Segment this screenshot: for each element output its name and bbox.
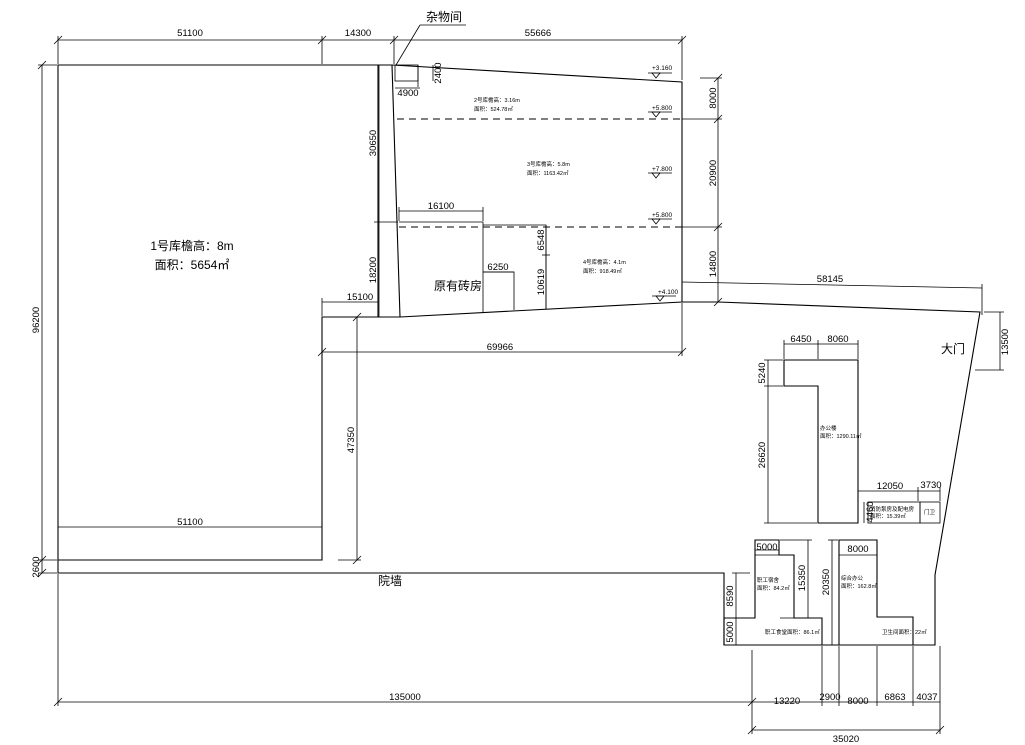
brick-house-outline <box>399 221 484 312</box>
dimension-text: 51100 14300 55666 96200 30650 18200 8000… <box>31 28 1011 745</box>
label-office-area: 面积：1290.11㎡ <box>820 432 862 440</box>
dim-12050: 12050 <box>877 481 903 492</box>
dim-8000-b: 8000 <box>847 544 868 555</box>
building-outlines <box>57 64 981 646</box>
dim-6250: 6250 <box>487 262 508 273</box>
dim-15350: 15350 <box>797 565 808 591</box>
level-markers <box>648 72 676 302</box>
warehouse-1-outline <box>57 64 379 561</box>
bottom-middle-building <box>838 539 914 646</box>
courtyard-wall-outline <box>57 301 981 646</box>
dim-51100-top: 51100 <box>177 28 203 39</box>
dim-20350: 20350 <box>821 569 832 595</box>
level-1: +3.160 <box>652 65 672 72</box>
level-labels: +3.160 +5.800 +7.800 +5.800 +4.100 <box>652 65 678 296</box>
dim-2600: 2600 <box>31 556 42 577</box>
level-3: +7.800 <box>652 166 672 173</box>
level-4: +5.800 <box>652 212 672 219</box>
dim-8060: 8060 <box>827 334 848 345</box>
label-storage-room: 杂物间 <box>426 10 462 24</box>
storage-room-box <box>394 64 419 82</box>
dim-51100-bottom: 51100 <box>177 517 203 528</box>
office-building-outline <box>783 359 859 524</box>
complex-left-wall <box>391 64 401 318</box>
label-bl: 职工宿舍 <box>757 576 780 584</box>
label-annex-area: 面积：15.39㎡ <box>870 512 906 520</box>
dim-96200: 96200 <box>31 307 42 333</box>
dim-58145: 58145 <box>817 274 843 285</box>
dim-8590: 8590 <box>725 585 736 606</box>
dim-135000: 135000 <box>389 692 421 703</box>
label-courtyard-wall: 院墙 <box>378 574 402 588</box>
dim-5000-a: 5000 <box>756 542 777 553</box>
room-labels: 杂物间 1号库檐高：8m 面积：5654㎡ 原有砖房 院墙 大门 2号库檐高：3… <box>150 10 965 636</box>
annex-gatehouse <box>919 501 941 524</box>
label-annex2: 门卫 <box>924 508 936 516</box>
dim-18200: 18200 <box>368 257 379 283</box>
label-main-gate: 大门 <box>941 341 965 356</box>
dim-4900: 4900 <box>397 88 418 99</box>
dimension-lines <box>38 24 1004 734</box>
dim-13220: 13220 <box>774 696 800 707</box>
label-w3-area: 面积：1163.42㎡ <box>527 169 569 177</box>
dim-4037: 4037 <box>916 692 937 703</box>
dim-47350: 47350 <box>346 427 357 453</box>
level-2: +5.800 <box>652 105 672 112</box>
dim-8000: 8000 <box>708 87 719 108</box>
dim-5000-v: 5000 <box>725 621 736 642</box>
dim-13500: 13500 <box>1000 329 1011 355</box>
dim-6548: 6548 <box>536 229 547 250</box>
dim-3730: 3730 <box>920 480 941 491</box>
label-w4-height: 4号库檐高：4.1m <box>583 258 626 266</box>
dim-16100: 16100 <box>428 201 454 212</box>
dim-5240: 5240 <box>757 362 768 383</box>
label-w2-area: 面积：524.78㎡ <box>474 105 513 113</box>
label-warehouse-1-area: 面积：5654㎡ <box>155 258 230 272</box>
dim-26620: 26620 <box>757 442 768 468</box>
label-canteen: 职工食堂面积：86.1㎡ <box>765 628 820 636</box>
dim-69966: 69966 <box>487 342 513 353</box>
dim-6450: 6450 <box>790 334 811 345</box>
dim-20900: 20900 <box>708 160 719 186</box>
dim-6863: 6863 <box>884 692 905 703</box>
label-br: 卫生间面积：22㎡ <box>882 628 927 636</box>
dim-2400: 2400 <box>433 62 444 83</box>
label-warehouse-1-height: 1号库檐高：8m <box>150 238 233 253</box>
label-annex: 消防泵房及配电房 <box>870 505 915 513</box>
warehouse-complex-outline <box>378 64 683 318</box>
dim-4460: 4460 <box>865 501 876 522</box>
dim-10619: 10619 <box>536 269 547 295</box>
label-w2-height: 2号库檐高：3.16m <box>474 96 520 104</box>
dimension-ticks <box>37 35 945 735</box>
step-room-2 <box>483 271 515 310</box>
dim-15100: 15100 <box>347 292 373 303</box>
label-w3-height: 3号库檐高：5.8m <box>527 160 570 168</box>
dim-14300: 14300 <box>345 28 371 39</box>
label-bm-area: 面积：162.8㎡ <box>841 582 877 590</box>
label-w4-area: 面积：918.49㎡ <box>583 267 622 275</box>
label-brick-house: 原有砖房 <box>434 278 482 293</box>
dim-8000-c: 8000 <box>847 696 868 707</box>
level-5: +4.100 <box>658 289 678 296</box>
label-bm: 综合办公 <box>841 574 864 582</box>
dim-35020: 35020 <box>833 734 859 745</box>
label-bl-area: 面积：84.2㎡ <box>757 584 790 592</box>
dim-55666: 55666 <box>525 28 551 39</box>
dim-2900: 2900 <box>819 692 840 703</box>
dim-30650: 30650 <box>368 130 379 156</box>
label-office: 办公楼 <box>820 424 837 432</box>
dim-14800: 14800 <box>708 251 719 277</box>
